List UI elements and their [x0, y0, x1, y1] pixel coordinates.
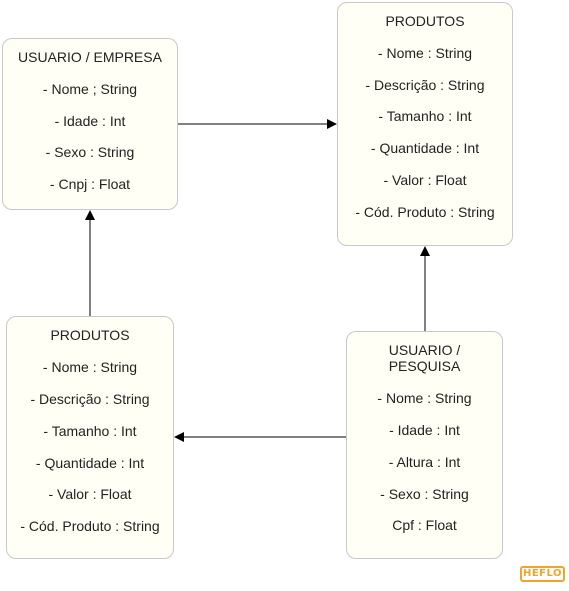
- entity-title-line2: PESQUISA: [388, 358, 461, 374]
- entity-field: - Nome : String: [377, 390, 472, 406]
- entity-field: - Descrição : String: [30, 391, 150, 407]
- entity-field: - Quantidade : Int: [35, 455, 145, 471]
- entity-field: - Descrição : String: [365, 77, 485, 93]
- entity-field: - Sexo : String: [380, 486, 469, 502]
- entity-title: PRODUTOS: [385, 13, 465, 29]
- entity-field: - Nome ; String: [42, 81, 138, 97]
- entity-field: - Sexo : String: [45, 144, 135, 160]
- entity-field: - Valor : Float: [383, 172, 467, 188]
- entity-title: PRODUTOS: [50, 327, 130, 343]
- entity-field: - Nome : String: [42, 359, 138, 375]
- entity-field: Cpf : Float: [392, 517, 457, 533]
- entity-field: - Cód. Produto : String: [355, 204, 495, 220]
- entity-produtos-bottom[interactable]: PRODUTOS - Nome : String - Descrição : S…: [6, 316, 174, 559]
- entity-field: - Idade : Int: [389, 422, 460, 438]
- entity-field: - Valor : Float: [48, 486, 132, 502]
- entity-field: - Nome : String: [377, 45, 473, 61]
- entity-field: - Altura : Int: [388, 454, 461, 470]
- entity-field: - Quantidade : Int: [370, 140, 480, 156]
- entity-field: - Idade : Int: [54, 113, 126, 129]
- entity-title-line1: USUARIO /: [388, 342, 461, 358]
- heflo-logo: HEFLO: [520, 566, 565, 582]
- entity-field: - Cód. Produto : String: [20, 518, 160, 534]
- entity-title: USUARIO / EMPRESA: [18, 49, 162, 65]
- entity-usuario-empresa[interactable]: USUARIO / EMPRESA - Nome ; String - Idad…: [2, 38, 178, 210]
- entity-produtos-top[interactable]: PRODUTOS - Nome : String - Descrição : S…: [337, 2, 513, 246]
- entity-field: - Tamanho : Int: [43, 423, 137, 439]
- entity-usuario-pesquisa[interactable]: USUARIO / PESQUISA - Nome : String - Ida…: [346, 331, 503, 559]
- entity-field: - Tamanho : Int: [378, 108, 472, 124]
- entity-field: - Cnpj : Float: [49, 176, 131, 192]
